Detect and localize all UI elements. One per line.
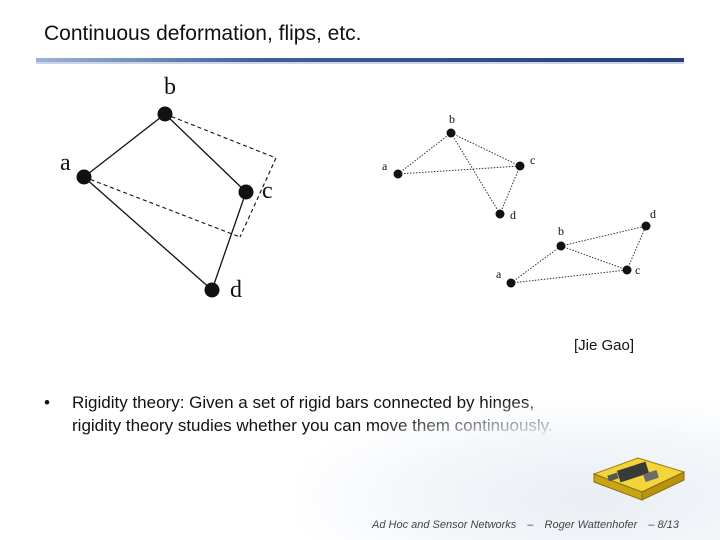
footer-dash: – [527, 519, 534, 531]
label-c: c [635, 263, 640, 277]
citation: [Jie Gao] [574, 337, 635, 354]
label-b: b [164, 74, 176, 100]
footer-page: – 8/13 [648, 519, 679, 531]
dashed-edge-c2-d [239, 157, 277, 238]
node-a [76, 169, 92, 185]
label-b: b [558, 224, 564, 238]
node-b [556, 241, 566, 251]
node-a [393, 169, 403, 179]
node-b [157, 106, 173, 122]
bullet-icon: • [44, 393, 50, 412]
label-a: a [382, 159, 388, 173]
edge-b-c [164, 113, 247, 193]
footer-author: Roger Wattenhofer [544, 519, 638, 531]
edge-b-c [450, 132, 521, 167]
edge-a-c [397, 165, 521, 175]
dashed-edge-a-d2 [83, 176, 241, 238]
edge-b-c [560, 245, 628, 271]
label-c: c [262, 178, 273, 204]
node-a [506, 278, 516, 288]
title-rule-shadow [36, 62, 684, 64]
edge-a-d [83, 176, 213, 291]
label-d: d [650, 207, 656, 221]
node-d [204, 282, 220, 298]
node-d [641, 221, 651, 231]
edge-c-d [211, 191, 247, 291]
node-d [495, 209, 505, 219]
sensor-node-device-icon [592, 457, 686, 501]
node-c [622, 265, 632, 275]
edge-a-b [510, 245, 562, 284]
slide-footer: Ad Hoc and Sensor Networks – Roger Watte… [372, 519, 687, 531]
edge-a-b [397, 132, 452, 175]
title-rule [36, 58, 684, 62]
label-d: d [230, 277, 242, 303]
flip-graph-bottom: a b c d [496, 207, 656, 288]
flip-graph-top: a b c d [382, 112, 535, 222]
edge-c-d [499, 165, 521, 215]
label-d: d [510, 208, 516, 222]
node-c [238, 184, 254, 200]
large-graph: a b c d [60, 74, 277, 303]
edge-b-d [450, 132, 501, 215]
footer-course: Ad Hoc and Sensor Networks [372, 519, 517, 531]
slide-title: Continuous deformation, flips, etc. [44, 22, 362, 45]
edge-a-b [83, 113, 166, 178]
node-b [446, 128, 456, 138]
label-a: a [60, 150, 71, 176]
dashed-edge-b-c2 [164, 113, 277, 159]
label-c: c [530, 153, 535, 167]
edge-a-c [510, 269, 628, 284]
label-b: b [449, 112, 455, 126]
label-a: a [496, 267, 502, 281]
node-c [515, 161, 525, 171]
edge-c-d [626, 225, 647, 271]
edge-b-d [560, 225, 647, 247]
